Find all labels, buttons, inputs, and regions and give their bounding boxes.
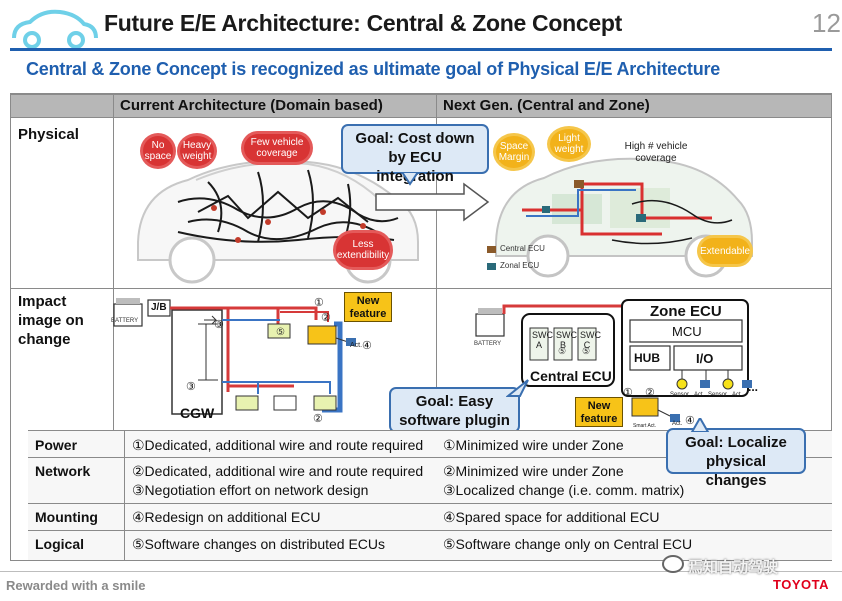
toyota-logo: TOYOTA: [773, 577, 829, 592]
page-title: Future E/E Architecture: Central & Zone …: [104, 10, 622, 36]
car-outline-logo: [12, 9, 98, 49]
header-cell-next: [436, 94, 832, 118]
io-label: I/O: [696, 351, 714, 366]
zone-ecu-label: Zone ECU: [650, 303, 722, 320]
marker-3-current-b: ③: [186, 381, 196, 393]
marker-2-current-a: ②: [321, 312, 331, 324]
detail-logical-next: ⑤Software change only on Central ECU: [443, 536, 693, 552]
act-label-next-2: Act.: [732, 392, 743, 398]
bubble-no-space: No space: [143, 136, 173, 166]
detail-mounting-next: ④Spared space for additional ECU: [443, 509, 660, 525]
marker-2-current-b: ②: [313, 413, 323, 425]
new-feature-label-next: New feature: [575, 397, 623, 427]
legend-central-ecu: Central ECU: [500, 244, 545, 253]
detail-network-current-2: ③Negotiation effort on network design: [132, 482, 369, 498]
marker-3-current-a: ③: [214, 319, 224, 331]
ellipsis-label: ...: [748, 380, 759, 394]
footer-rule: [0, 571, 842, 572]
legend-zonal-swatch: [487, 263, 496, 270]
detail-label-power: Power: [35, 437, 78, 453]
callout-localize: Goal: Localize physical changes: [666, 428, 806, 489]
divider-row-physical: [10, 288, 832, 289]
bubble-space-margin: Space Margin: [496, 136, 532, 168]
row-label-impact-1: Impact: [18, 293, 67, 310]
battery-label-current: BATTERY: [111, 318, 139, 324]
row-label-physical: Physical: [18, 126, 79, 143]
marker-1-next: ①: [623, 387, 633, 399]
row-label-impact-2: image on: [18, 312, 84, 329]
swc-c-label: SWC C: [580, 330, 601, 350]
title-rule: [10, 48, 832, 51]
new-feature-label-current: New feature: [344, 292, 392, 322]
cgw-label: CGW: [180, 405, 215, 421]
swc-a-label: SWC A: [532, 330, 553, 350]
header-current-text: Current Architecture (Domain based): [120, 97, 383, 114]
marker-1-current: ①: [314, 297, 324, 309]
next-wiring-diagram: [475, 299, 752, 422]
hub-label: HUB: [634, 351, 660, 365]
high-vehicle-coverage-text: High # vehicle coverage: [624, 141, 688, 164]
sensor-label-2: Sensor: [708, 392, 728, 398]
detail-col-divider: [124, 430, 125, 560]
legend-central-swatch: [487, 246, 496, 253]
page-subtitle: Central & Zone Concept is recognized as …: [26, 59, 721, 79]
bubble-few-vehicle-coverage: Few vehicle coverage: [244, 134, 310, 162]
act-label-current: Act.: [350, 342, 363, 349]
callout-localize-pointer: [690, 418, 710, 432]
detail-network-next-2: ③Localized change (i.e. comm. matrix): [443, 482, 685, 498]
mcu-label: MCU: [672, 324, 702, 339]
marker-5-next-c: ⑤: [582, 346, 591, 356]
detail-network-current: ②Dedicated, additional wire and route re…: [132, 463, 424, 479]
row-label-impact-3: change: [18, 331, 71, 348]
legend-zonal-ecu: Zonal ECU: [500, 261, 540, 270]
battery-label-next: BATTERY: [474, 341, 502, 347]
callout-cost-down: Goal: Cost down by ECU integration: [341, 124, 489, 185]
detail-line-1: [28, 457, 832, 458]
detail-logical-current: ⑤Software changes on distributed ECUs: [132, 536, 386, 552]
detail-mounting-current: ④Redesign on additional ECU: [132, 509, 321, 525]
detail-label-logical: Logical: [35, 536, 85, 552]
callout-cost-down-pointer: [400, 172, 420, 186]
detail-network-next: ②Minimized wire under Zone: [443, 463, 624, 479]
marker-2-next: ②: [645, 387, 655, 399]
header-next-text: Next Gen. (Central and Zone): [443, 97, 650, 114]
act-label-next-3: Act.: [672, 421, 683, 427]
header-cell-current: [113, 94, 437, 118]
swc-b-label: SWC B: [556, 330, 577, 350]
marker-4-current: ④: [362, 340, 372, 352]
marker-5-next-b: ⑤: [558, 346, 567, 356]
right-arrow-icon: [375, 182, 490, 222]
current-wiring-diagram: [113, 298, 356, 415]
bubble-less-extendibility: Less extendibility: [336, 233, 390, 267]
callout-easy-plugin: Goal: Easy software plugin: [389, 387, 520, 433]
marker-5-current: ⑤: [276, 327, 285, 338]
detail-label-mounting: Mounting: [35, 509, 98, 525]
next-car-illustration: [495, 157, 753, 278]
page-number: 12: [812, 8, 841, 38]
detail-power-next: ①Minimized wire under Zone: [443, 437, 624, 453]
footer-tagline: Rewarded with a smile: [6, 578, 146, 593]
marker-4-next: ④: [685, 415, 695, 427]
callout-easy-plugin-pointer: [506, 379, 529, 397]
detail-line-2: [28, 503, 832, 504]
watermark-text: 焉知自动驾驶: [688, 559, 779, 576]
wechat-icon: [662, 555, 684, 573]
bubble-heavy-weight: Heavy weight: [180, 136, 214, 166]
detail-label-network: Network: [35, 463, 91, 479]
header-cell-left: [10, 94, 114, 118]
divider-mid: [436, 118, 437, 560]
sensor-label-1: Sensor: [670, 392, 690, 398]
central-ecu-label: Central ECU: [530, 368, 612, 384]
bubble-light-weight: Light weight: [550, 129, 588, 159]
jb-label: J/B: [151, 302, 167, 313]
detail-power-current: ①Dedicated, additional wire and route re…: [132, 437, 424, 453]
divider-left: [113, 118, 114, 430]
act-label-next-1: Act.: [694, 392, 705, 398]
detail-line-3: [28, 530, 832, 531]
bubble-extendable: Extendable: [700, 238, 750, 264]
smart-act-label: Smart Act.: [633, 423, 657, 429]
